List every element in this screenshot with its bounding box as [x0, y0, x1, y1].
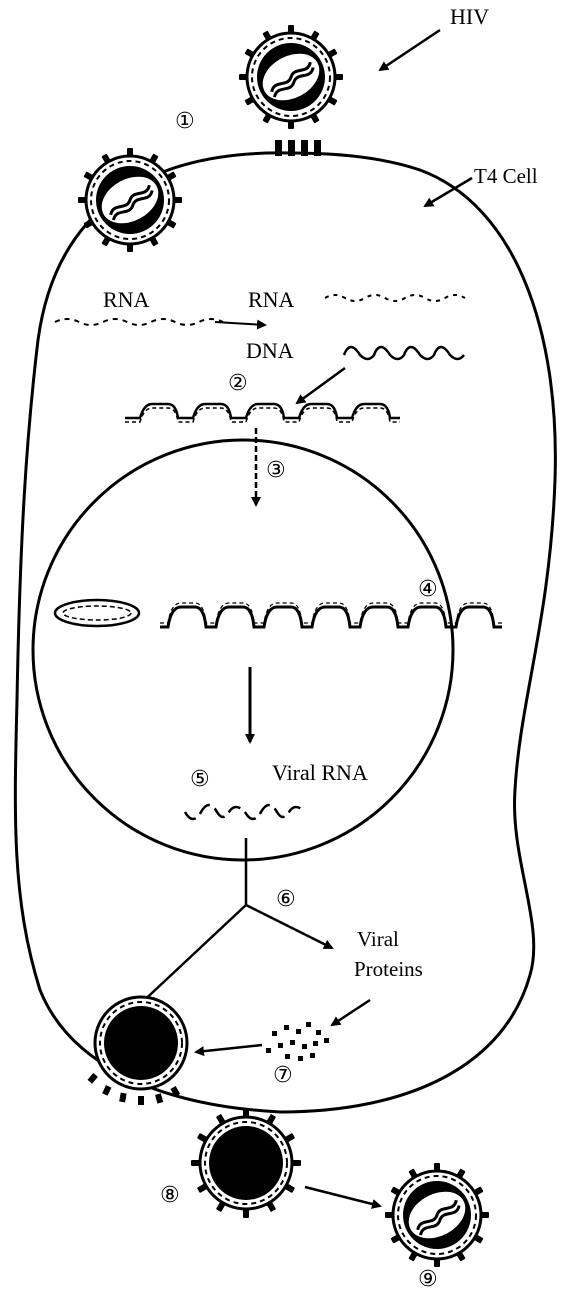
step-5-marker: ⑤ — [190, 767, 210, 792]
t4-cell-label: T4 Cell — [474, 164, 538, 188]
viral-proteins-label-line1: Viral — [357, 927, 399, 951]
step-8-marker: ⑧ — [160, 1183, 180, 1208]
viral-protein-particles — [266, 1022, 329, 1061]
rna-label-left: RNA — [103, 287, 150, 312]
assembling-virus — [87, 997, 187, 1105]
step-4-marker: ④ — [418, 577, 438, 602]
budding-virus — [191, 1108, 301, 1218]
reverse-transcription-arrow — [215, 322, 265, 325]
hiv-virus-attaching — [239, 25, 343, 129]
mature-hiv-virus — [385, 1163, 489, 1267]
hiv-label: HIV — [450, 4, 489, 29]
viral-rna-label: Viral RNA — [272, 760, 368, 785]
rna-label-right: RNA — [248, 287, 295, 312]
dna-double-strand — [125, 404, 400, 418]
step-3-marker: ③ — [266, 458, 286, 483]
maturation-arrow — [305, 1187, 380, 1206]
viral-rna-strand-right — [325, 295, 465, 301]
step-1-marker: ① — [175, 109, 195, 134]
viral-rna-transcript — [185, 805, 305, 819]
step-9-marker: ⑨ — [418, 1267, 438, 1292]
step-6-marker: ⑥ — [276, 887, 296, 912]
step-2-marker: ② — [228, 371, 248, 396]
host-chromosome-fragment — [55, 600, 139, 626]
viral-proteins-label-line2: Proteins — [354, 957, 423, 981]
arrow-to-assembly — [137, 905, 246, 1007]
hiv-pointer-arrow — [380, 30, 440, 70]
hiv-virus-entering — [78, 148, 182, 252]
step-7-marker: ⑦ — [273, 1063, 293, 1088]
dna-label: DNA — [246, 338, 294, 363]
viral-rna-strand-left — [55, 319, 223, 325]
proteins-pointer-arrow — [332, 1000, 370, 1025]
dna-to-double-strand-arrow — [297, 368, 345, 403]
proteins-to-assembly-arrow — [196, 1045, 262, 1052]
dna-strand-single — [344, 347, 464, 359]
nucleus — [33, 440, 453, 860]
